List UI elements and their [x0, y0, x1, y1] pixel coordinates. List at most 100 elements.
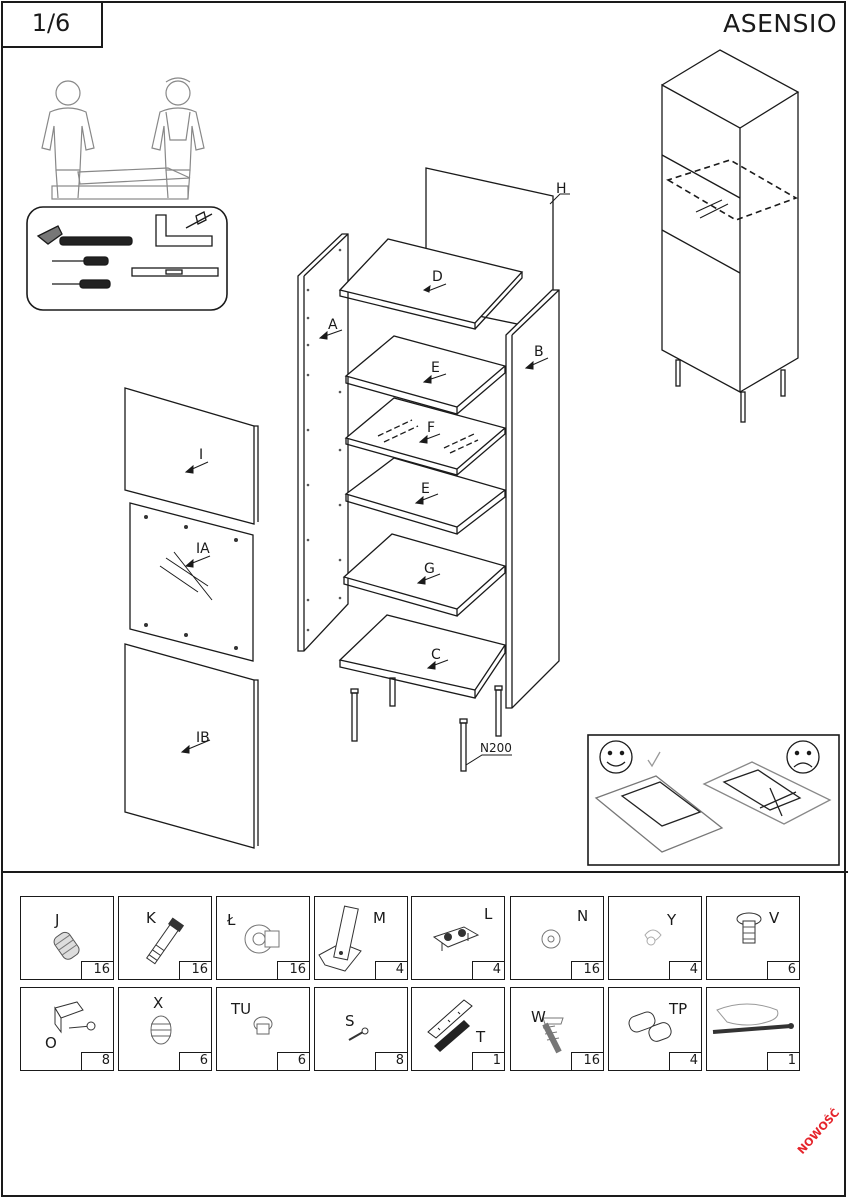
- top-panel-c: [338, 238, 524, 330]
- fitting-quantity: 8: [375, 1052, 407, 1070]
- side-panel-a: [297, 233, 349, 652]
- glass-shelf-f: [344, 397, 507, 476]
- label-ib: IB: [196, 730, 210, 746]
- fitting-quantity: 8: [81, 1052, 113, 1070]
- fitting-icon: [628, 1011, 672, 1042]
- label-d: C: [431, 647, 441, 663]
- fitting-code: Ł: [227, 911, 236, 929]
- fitting-cell: TU 6: [216, 987, 310, 1071]
- fitting-icon: [712, 1003, 794, 1034]
- label-f: F: [427, 420, 435, 436]
- fitting-code: TU: [231, 1000, 252, 1018]
- fitting-code: V: [769, 909, 780, 927]
- fitting-cell: K 16: [118, 896, 212, 980]
- fitting-quantity: 1: [767, 1052, 799, 1070]
- fitting-cell: J 16: [20, 896, 114, 980]
- fitting-code: O: [45, 1034, 57, 1052]
- fitting-code: X: [153, 994, 164, 1012]
- fitting-code: T: [476, 1028, 486, 1046]
- fitting-quantity: 16: [571, 961, 603, 979]
- fitting-quantity: 4: [669, 961, 701, 979]
- fitting-icon: [244, 924, 280, 954]
- fitting-icon: [146, 917, 185, 965]
- fitting-icon: [150, 1015, 172, 1045]
- label-e-lower: E: [421, 481, 430, 497]
- fitting-code: M: [373, 909, 386, 927]
- fitting-quantity: 16: [179, 961, 211, 979]
- page-number: 1/6: [1, 1, 103, 48]
- fitting-quantity: 4: [472, 961, 504, 979]
- assembled-cabinet-preview: [661, 49, 800, 423]
- fitting-quantity: 1: [472, 1052, 504, 1070]
- fitting-cell: TP 4: [608, 987, 702, 1071]
- check-icon: [647, 751, 661, 768]
- fitting-cell: W 16: [510, 987, 604, 1071]
- fitting-quantity: 16: [81, 961, 113, 979]
- fitting-icon: [318, 905, 362, 972]
- shelf-g: [342, 533, 507, 617]
- fitting-code: L: [484, 905, 493, 923]
- fitting-code: Y: [667, 911, 677, 929]
- fitting-icon: [432, 926, 480, 951]
- frown-icon: [786, 740, 820, 774]
- label-h: H: [556, 181, 567, 197]
- fitting-cell: 1: [706, 987, 800, 1071]
- fitting-quantity: 4: [375, 961, 407, 979]
- label-b: B: [534, 344, 544, 360]
- fitting-quantity: 4: [669, 1052, 701, 1070]
- shelf-e: [344, 457, 507, 535]
- screwdriver-icon: [52, 279, 111, 289]
- square-ruler-icon: [155, 211, 213, 247]
- fitting-icon: [644, 929, 662, 946]
- exploded-assembly-drawing: D A B H E F E G C I IA IB N200: [26, 49, 840, 866]
- label-ia: IA: [196, 541, 210, 557]
- fitting-cell: N 16: [510, 896, 604, 980]
- two-person-lift-icon: [41, 77, 205, 200]
- fitting-code: S: [345, 1012, 355, 1030]
- fitting-code: K: [146, 909, 156, 927]
- fitting-icon: [736, 912, 762, 944]
- fitting-quantity: 16: [571, 1052, 603, 1070]
- smile-icon: [599, 740, 633, 774]
- blanket-icon: [594, 775, 724, 853]
- floor-protection-panel: [587, 734, 840, 866]
- fitting-icon: [427, 999, 473, 1052]
- fitting-icon: [54, 1001, 96, 1034]
- label-n200: N200: [480, 741, 512, 755]
- product-title: ASENSIO: [723, 9, 837, 38]
- fitting-cell: Ł 16: [216, 896, 310, 980]
- hammer-icon: [36, 225, 133, 246]
- glass-door-ia: [129, 502, 254, 662]
- fitting-code: TP: [669, 1000, 688, 1018]
- fitting-quantity: 16: [277, 961, 309, 979]
- label-a: A: [328, 317, 338, 333]
- fitting-quantity: 6: [767, 961, 799, 979]
- fitting-icon: [542, 1017, 564, 1054]
- tools-panel: [26, 206, 228, 311]
- door-panel-i: [124, 387, 259, 525]
- fitting-icon: [53, 931, 80, 960]
- fitting-icon: [348, 1027, 369, 1041]
- fitting-code: N: [577, 907, 589, 925]
- bare-floor-icon: [702, 761, 832, 825]
- door-panel-ib: [124, 643, 259, 849]
- fitting-quantity: 6: [179, 1052, 211, 1070]
- screwdriver-icon: [52, 256, 109, 266]
- label-g: G: [424, 561, 435, 577]
- label-i: I: [199, 447, 203, 463]
- fitting-code: J: [55, 911, 60, 929]
- label-leaders: [180, 193, 570, 766]
- fitting-code: W: [531, 1008, 546, 1026]
- shelf-e: [344, 335, 507, 415]
- legs: [350, 677, 503, 772]
- side-panel-b: [505, 289, 560, 709]
- fitting-icon: [541, 929, 561, 949]
- fitting-quantity: 6: [277, 1052, 309, 1070]
